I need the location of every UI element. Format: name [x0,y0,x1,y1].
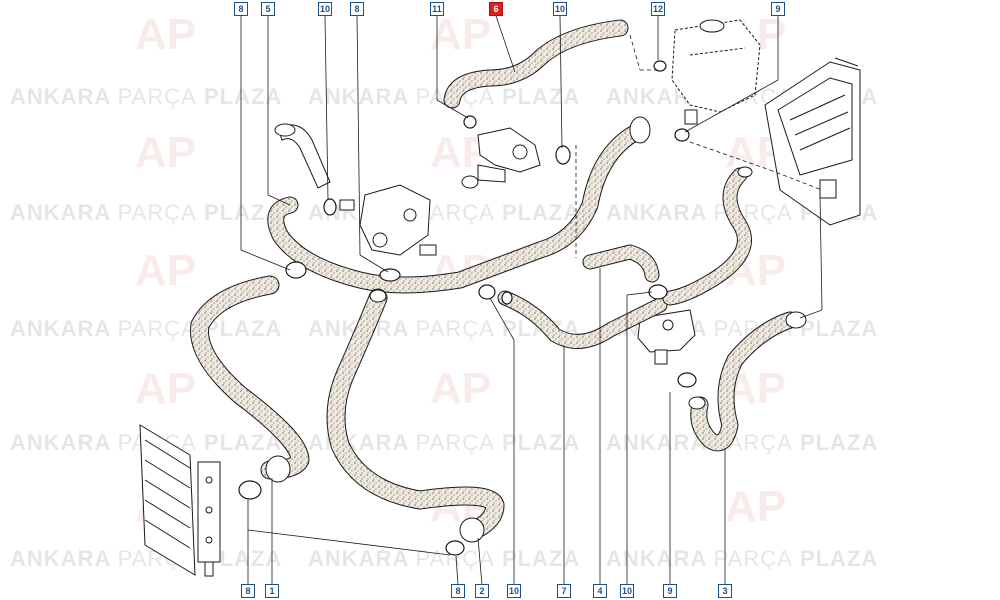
expansion-tank [671,19,761,125]
callout-11: 11 [430,2,444,16]
tee-connector [637,309,696,365]
callout-7: 7 [557,584,571,598]
watermark-text: ANKARA PARÇA PLAZA [606,546,879,571]
watermark-text: ANKARA PARÇA PLAZA [10,316,283,341]
watermark-text: ANKARA PARÇA PLAZA [10,200,283,225]
callout-8: 8 [350,2,364,16]
coolant-pipe-fitting [461,127,541,189]
watermark-logo: AP [725,482,787,531]
callout-9: 9 [663,584,677,598]
hose-clamps [238,60,697,556]
watermark-text: ANKARA PARÇA PLAZA [308,430,581,455]
callout-10: 10 [507,584,521,598]
callout-8: 8 [451,584,465,598]
callout-8: 8 [241,584,255,598]
hoses [190,19,799,540]
watermark-logo: AP [135,10,197,59]
watermark-logo: AP [135,364,197,413]
callout-1: 1 [265,584,279,598]
callout-12: 12 [651,2,665,16]
callout-6-highlighted: 6 [489,2,503,16]
thermostat-housing [339,184,437,256]
callout-2: 2 [475,584,489,598]
callout-10: 10 [318,2,332,16]
watermark-logo: AP [430,364,492,413]
radiator [139,424,221,577]
watermark-text: ANKARA PARÇA PLAZA [308,546,581,571]
heater-housing [764,57,861,226]
callout-10: 10 [553,2,567,16]
callout-3: 3 [718,584,732,598]
watermark-text: ANKARA PARÇA PLAZA [10,430,283,455]
watermark-logo: AP [135,246,197,295]
callout-8: 8 [234,2,248,16]
watermark-logo: AP [430,10,492,59]
callout-4: 4 [593,584,607,598]
callout-5: 5 [261,2,275,16]
hose-collars [265,116,807,543]
upper-pipe [274,123,331,189]
watermark-logo: AP [135,128,197,177]
leader-lines [240,15,823,586]
callout-9: 9 [771,2,785,16]
callout-10: 10 [620,584,634,598]
